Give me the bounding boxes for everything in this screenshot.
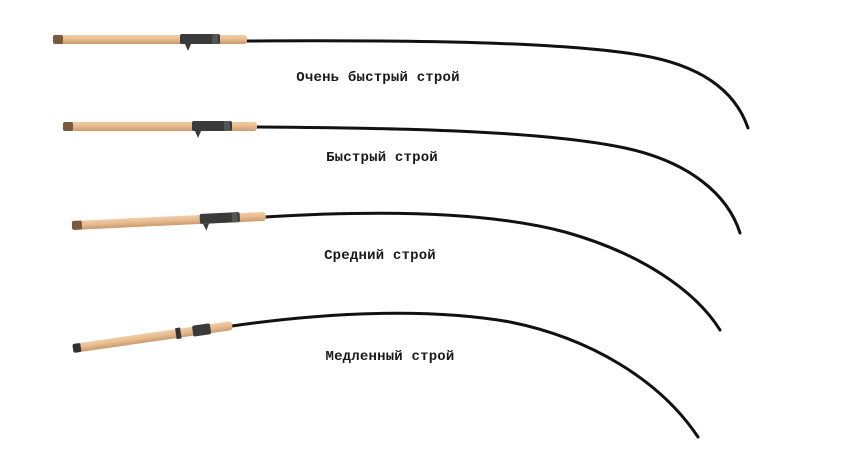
label-extra-fast-action: Очень быстрый строй	[296, 70, 460, 86]
rod-blank	[255, 125, 742, 235]
butt-cap-icon	[63, 122, 73, 131]
rod-handle	[53, 34, 247, 51]
butt-cap-icon	[53, 35, 63, 44]
rod-moderate	[71, 211, 722, 332]
rod-fast	[63, 121, 742, 235]
trigger-icon	[185, 44, 191, 51]
reel-seat-icon	[192, 121, 232, 131]
rod-handle	[72, 321, 233, 353]
reel-seat-icon	[199, 212, 240, 224]
rod-blank	[263, 211, 722, 332]
rod-extra-fast	[53, 34, 750, 130]
label-slow-action: Медленный строй	[325, 349, 455, 365]
winding-check-icon	[175, 327, 182, 340]
butt-cap-icon	[72, 343, 82, 353]
reel-seat-icon	[192, 323, 212, 337]
label-fast-action: Быстрый строй	[326, 150, 438, 166]
rod-slow	[72, 311, 700, 439]
trigger-icon	[195, 131, 201, 138]
label-moderate-action: Средний строй	[324, 248, 436, 264]
rod-handle	[63, 121, 257, 138]
rod-blank	[245, 39, 750, 130]
rod-handle	[71, 212, 266, 231]
rod-blank	[230, 311, 700, 439]
trigger-icon	[203, 223, 210, 231]
butt-cap-icon	[71, 220, 83, 230]
reel-seat-icon	[180, 34, 220, 44]
